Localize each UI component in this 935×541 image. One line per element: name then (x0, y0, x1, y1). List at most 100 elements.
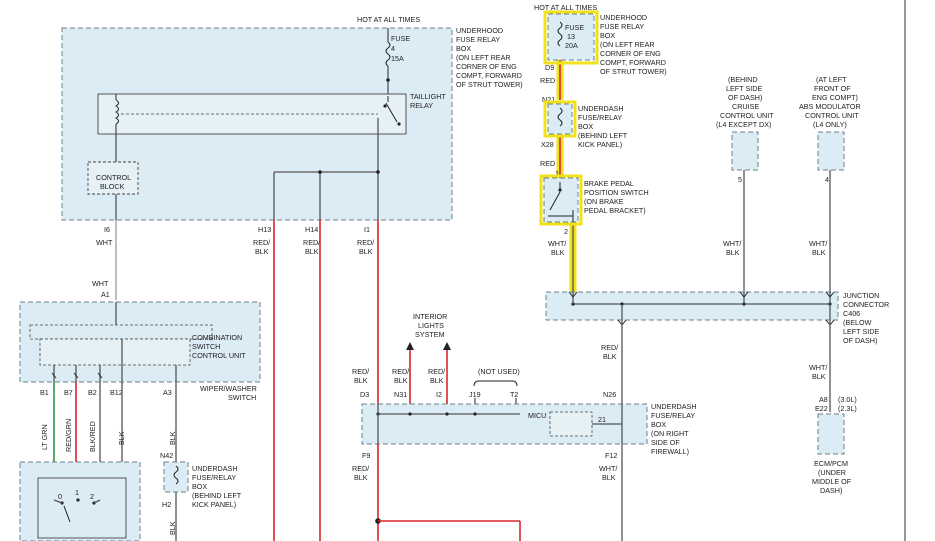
svg-text:(BEHIND LEFT: (BEHIND LEFT (578, 131, 628, 140)
fuse-4-amp: 15A (391, 54, 404, 63)
junction-label: JUNCTION CONNECTOR C406 (BELOW LEFT SIDE… (843, 291, 889, 345)
pin-i2: I2 (436, 390, 442, 399)
ecm-23l: (2.3L) (838, 404, 857, 413)
pin-j19: J19 (469, 390, 481, 399)
fuse-13-symbol (557, 21, 563, 47)
pin-n21: N21 (542, 95, 555, 104)
svg-text:FUSE/RELAY: FUSE/RELAY (651, 411, 695, 420)
hot-at-all-times-left: HOT AT ALL TIMES (357, 15, 420, 24)
pin-b1: B1 (40, 388, 49, 397)
micu-label: MICU (528, 411, 546, 420)
ecm-label: ECM/PCM (UNDER MIDDLE OF DASH) (812, 459, 852, 495)
pin-5: 5 (738, 175, 742, 184)
fuse-4-label: FUSE (391, 34, 410, 43)
pin-n42: N42 (160, 451, 173, 460)
pin-d9: D9 (545, 63, 554, 72)
svg-text:SWITCH: SWITCH (192, 342, 220, 351)
svg-text:BLK: BLK (602, 473, 616, 482)
svg-text:(ON LEFT REAR: (ON LEFT REAR (600, 40, 655, 49)
pin-a1: A1 (101, 290, 110, 299)
underdash-left-fuse-symbol (173, 465, 179, 485)
svg-text:RED/: RED/ (357, 238, 374, 247)
svg-text:UNDERDASH: UNDERDASH (192, 464, 238, 473)
wire-label-f12: WHT/ BLK (599, 464, 617, 482)
svg-text:POSITION SWITCH: POSITION SWITCH (584, 188, 649, 197)
svg-text:(ON BRAKE: (ON BRAKE (584, 197, 624, 206)
svg-text:BOX: BOX (600, 31, 615, 40)
svg-text:CORNER OF ENG: CORNER OF ENG (600, 49, 661, 58)
svg-text:JUNCTION: JUNCTION (843, 291, 879, 300)
fuse-4-symbol (385, 41, 391, 67)
svg-text:BLK: BLK (255, 247, 269, 256)
pin-b2: B2 (88, 388, 97, 397)
svg-text:UNDERHOOD: UNDERHOOD (456, 26, 503, 35)
abs-unit-label: (AT LEFT FRONT OF ENG COMPT) ABS MODULAT… (799, 75, 861, 129)
switch-pos-0: 0 (58, 492, 62, 501)
not-used-bracket (473, 380, 518, 387)
svg-text:BLK: BLK (354, 473, 368, 482)
underdash-top-label: UNDERDASH FUSE/RELAY BOX (BEHIND LEFT KI… (578, 104, 628, 149)
svg-text:BLK: BLK (305, 247, 319, 256)
cruise-unit-label: (BEHIND LEFT SIDE OF DASH) CRUISE CONTRO… (716, 75, 774, 129)
svg-text:BRAKE PEDAL: BRAKE PEDAL (584, 179, 634, 188)
pin-f9: F9 (362, 451, 370, 460)
svg-text:LIGHTS: LIGHTS (418, 321, 444, 330)
wire-label-brake-out: WHT/ BLK (548, 239, 566, 257)
svg-text:RED/: RED/ (253, 238, 270, 247)
wire-label-h14: RED/ BLK (303, 238, 320, 256)
fuse-13-highlight (543, 10, 599, 65)
pin-i1: I1 (364, 225, 370, 234)
pin-h2: H2 (162, 500, 171, 509)
pin-t2: T2 (510, 390, 518, 399)
ecm-30l: (3.0L) (838, 395, 857, 404)
switch-pos-2: 2 (90, 492, 94, 501)
pin-h13: H13 (258, 225, 271, 234)
svg-text:C406: C406 (843, 309, 860, 318)
wire-wht-2: WHT (92, 279, 109, 288)
ecm-pin-e22: E22 (815, 404, 828, 413)
svg-text:COMPT, FORWARD: COMPT, FORWARD (600, 58, 666, 67)
svg-text:LEFT SIDE: LEFT SIDE (843, 327, 879, 336)
brake-switch-label: BRAKE PEDAL POSITION SWITCH (ON BRAKE PE… (584, 179, 649, 215)
wiper-switch-arm (63, 505, 71, 523)
underdash-mid-label: UNDERDASH FUSE/RELAY BOX (ON RIGHT SIDE … (651, 402, 697, 456)
svg-text:WHT/: WHT/ (599, 464, 617, 473)
wire-red-2: RED (540, 159, 555, 168)
svg-text:FUSE/RELAY: FUSE/RELAY (578, 113, 622, 122)
svg-text:CONTROL UNIT: CONTROL UNIT (192, 351, 246, 360)
svg-text:WHT/: WHT/ (548, 239, 566, 248)
ecm-pin-a8: A8 (819, 395, 828, 404)
svg-text:FUSE RELAY: FUSE RELAY (456, 35, 500, 44)
svg-text:SYSTEM: SYSTEM (415, 330, 445, 339)
svg-text:WHT/: WHT/ (809, 363, 827, 372)
wire-lt-grn: LT GRN (40, 424, 49, 450)
svg-text:INTERIOR: INTERIOR (413, 312, 447, 321)
svg-text:UNDERDASH: UNDERDASH (651, 402, 697, 411)
svg-text:TAILLIGHT: TAILLIGHT (410, 92, 446, 101)
wire-label-h13: RED/ BLK (253, 238, 270, 256)
svg-text:OF DASH): OF DASH) (843, 336, 877, 345)
svg-text:CORNER OF ENG: CORNER OF ENG (456, 62, 517, 71)
interior-light-arrow-1 (406, 342, 414, 350)
ecm-pcm-unit (817, 413, 845, 455)
micu-inner-block (549, 411, 593, 437)
control-block (87, 161, 139, 195)
cruise-control-unit (731, 131, 759, 171)
svg-text:ENG COMPT): ENG COMPT) (812, 93, 858, 102)
pin-i6: I6 (104, 225, 110, 234)
switch-pos-1: 1 (75, 488, 79, 497)
wire-label-n31: RED/ BLK (392, 367, 409, 385)
svg-text:CONTROL UNIT: CONTROL UNIT (720, 111, 774, 120)
svg-text:RED/: RED/ (303, 238, 320, 247)
pin-h14: H14 (305, 225, 318, 234)
svg-text:BLK: BLK (812, 372, 826, 381)
underdash-top-fuse-symbol (557, 107, 563, 127)
interior-lights-label: INTERIOR LIGHTS SYSTEM (413, 312, 447, 339)
wire-blk-b12: BLK (117, 431, 126, 445)
svg-text:BOX: BOX (651, 420, 666, 429)
pin-d3: D3 (360, 390, 369, 399)
svg-text:DASH): DASH) (820, 486, 842, 495)
svg-text:BLK: BLK (354, 376, 368, 385)
relay-coil-symbol (115, 99, 119, 125)
svg-text:COMBINATION: COMBINATION (192, 333, 242, 342)
